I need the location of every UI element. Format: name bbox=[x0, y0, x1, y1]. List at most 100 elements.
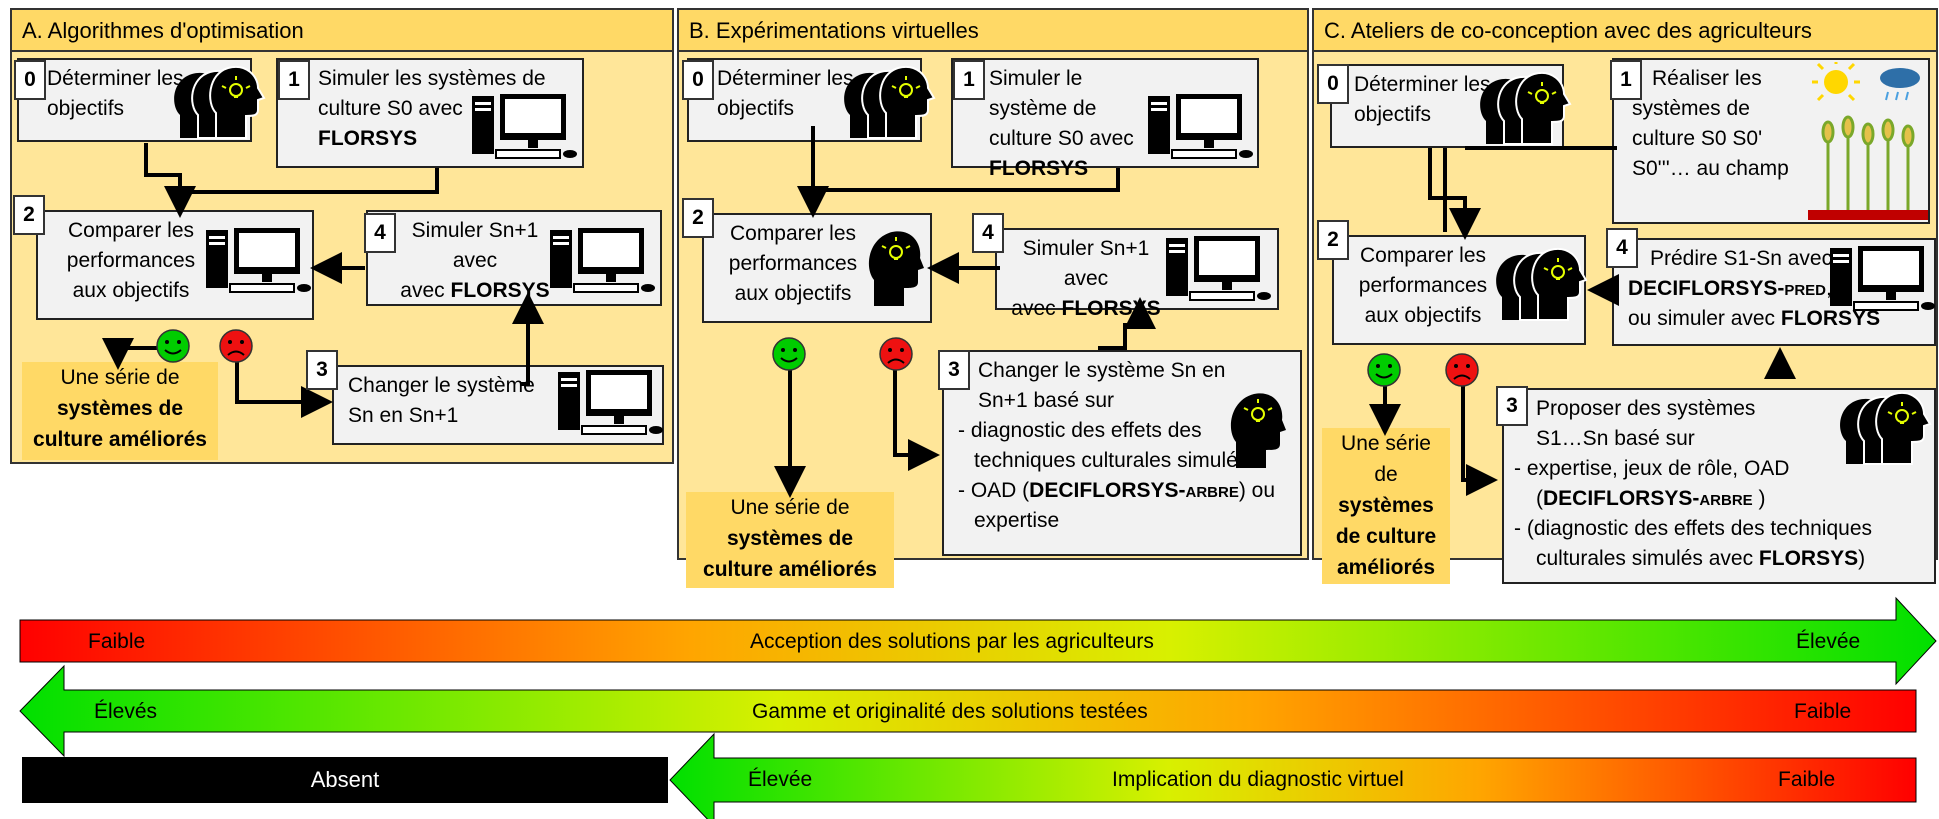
heads-icon bbox=[844, 65, 936, 139]
c-step4-number: 4 bbox=[1606, 228, 1638, 268]
c-result-l2: de bbox=[1374, 463, 1398, 486]
a-step0-number: 0 bbox=[14, 60, 46, 100]
b-step3-l3: - diagnostic des effets des bbox=[958, 419, 1202, 442]
a-step2-number: 2 bbox=[13, 195, 45, 235]
c-step3-l1: Proposer des systèmes bbox=[1536, 397, 1756, 420]
computer-icon bbox=[1830, 246, 1935, 311]
heads-icon bbox=[1496, 247, 1588, 321]
c-step0-number: 0 bbox=[1317, 64, 1349, 104]
a-result: Une série de systèmes de culture amélior… bbox=[22, 362, 218, 460]
c-result-l1: Une série bbox=[1341, 432, 1431, 455]
heads-icon bbox=[1840, 391, 1932, 465]
a-step1-number: 1 bbox=[278, 60, 310, 100]
panel-b-title: B. Expérimentations virtuelles bbox=[679, 10, 1307, 52]
c-step4-l2c: , bbox=[1826, 277, 1832, 300]
a-result-l3: culture améliorés bbox=[33, 428, 207, 451]
field-icon bbox=[1808, 62, 1928, 220]
c-step3-l5: - (diagnostic des effets des techniques bbox=[1514, 517, 1872, 540]
c-step0-text: Déterminer les objectifs bbox=[1354, 73, 1491, 126]
a-step1-text: Simuler les systèmes de culture S0 avec bbox=[318, 67, 546, 120]
c-step3-l4b: DECIFLORSYS-arbre bbox=[1543, 487, 1753, 510]
acceptance-left: Faible bbox=[88, 630, 146, 653]
b-result: Une série de systèmes de culture amélior… bbox=[686, 492, 894, 588]
computer-icon bbox=[1166, 236, 1271, 301]
c-step1-l4: S0'''… au champ bbox=[1632, 157, 1789, 180]
computer-icon bbox=[472, 94, 577, 159]
acceptance-right: Élevée bbox=[1796, 630, 1861, 653]
c-step2-text: Comparer les performances aux objectifs bbox=[1358, 244, 1488, 327]
b-result-l2: systèmes de bbox=[726, 527, 854, 550]
frown-icon bbox=[1445, 353, 1479, 387]
a-step3-text: Changer le système Sn en Sn+1 bbox=[348, 374, 535, 427]
c-step4-l3a: ou simuler avec bbox=[1628, 307, 1781, 330]
absent-bar: Absent bbox=[22, 757, 668, 803]
c-step3-l6a: culturales simulés avec bbox=[1536, 547, 1759, 570]
b-step1-text: Simuler le système de culture S0 avec bbox=[989, 67, 1134, 150]
virtual-left: Élevée bbox=[748, 768, 813, 791]
c-step3-number: 3 bbox=[1496, 386, 1528, 426]
panel-c-title: C. Ateliers de co-conception avec des ag… bbox=[1314, 10, 1936, 52]
b-step3-l2: Sn+1 basé sur bbox=[978, 389, 1115, 412]
b-result-l3: culture améliorés bbox=[703, 558, 877, 581]
a-step0-text: Déterminer les objectifs bbox=[47, 67, 184, 120]
frown-icon bbox=[879, 337, 913, 371]
c-step4-l2b: DECIFLORSYS-pred bbox=[1628, 277, 1827, 300]
b-step2-text: Comparer les performances aux objectifs bbox=[728, 222, 858, 305]
b-step4-number: 4 bbox=[972, 213, 1004, 253]
smile-icon bbox=[156, 329, 190, 363]
virtual-right: Faible bbox=[1778, 768, 1836, 791]
c-step1-number: 1 bbox=[1610, 60, 1642, 100]
c-step4-l3b: FLORSYS bbox=[1780, 307, 1881, 330]
c-step1-box: Réaliser les systèmes de culture S0 S0' … bbox=[1612, 58, 1930, 224]
c-step1-l2: systèmes de bbox=[1632, 97, 1750, 120]
c-step1-l1: Réaliser les bbox=[1652, 67, 1762, 90]
c-step1-l3: culture S0 S0' bbox=[1632, 127, 1763, 150]
panel-a-title: A. Algorithmes d'optimisation bbox=[12, 10, 672, 52]
b-step3-l6: expertise bbox=[974, 509, 1060, 532]
a-result-l2: systèmes de bbox=[56, 397, 184, 420]
a-result-l1: Une série de bbox=[60, 366, 180, 389]
a-step2-text: Comparer les performances aux objectifs bbox=[66, 219, 196, 302]
smile-icon bbox=[1367, 353, 1401, 387]
heads-icon bbox=[174, 65, 266, 139]
heads-icon bbox=[1480, 71, 1572, 145]
c-result-l5: améliorés bbox=[1336, 556, 1436, 579]
c-step2-number: 2 bbox=[1317, 220, 1349, 260]
c-step3-l4a: ( bbox=[1536, 487, 1543, 510]
computer-icon bbox=[558, 370, 663, 435]
acceptance-arrow bbox=[19, 596, 1937, 686]
a-step4-number: 4 bbox=[364, 213, 396, 253]
a-step1-florsys: FLORSYS bbox=[318, 127, 418, 150]
computer-icon bbox=[206, 228, 311, 293]
b-step3-l5b: DECIFLORSYS-arbre bbox=[1029, 479, 1239, 502]
c-result: Une série de systèmes de culture amélior… bbox=[1322, 428, 1450, 584]
computer-icon bbox=[1148, 94, 1253, 159]
b-step3-number: 3 bbox=[938, 350, 970, 390]
b-result-l1: Une série de bbox=[730, 496, 850, 519]
computer-icon bbox=[550, 228, 655, 293]
range-arrow bbox=[19, 664, 1917, 758]
c-step4-l1: Prédire S1-Sn avec bbox=[1650, 247, 1833, 270]
c-step3-l6c: ) bbox=[1858, 547, 1866, 570]
b-step0-number: 0 bbox=[682, 60, 714, 100]
c-step3-l6b: FLORSYS bbox=[1758, 547, 1859, 570]
range-label: Gamme et originalité des solutions testé… bbox=[752, 700, 1148, 723]
acceptance-label: Acception des solutions par les agricult… bbox=[750, 630, 1154, 653]
b-step3-l1: Changer le système Sn en bbox=[978, 359, 1226, 382]
b-step1-florsys: FLORSYS bbox=[989, 157, 1089, 180]
virtual-arrow bbox=[669, 732, 1917, 819]
a-step4-text1: Simuler Sn+1 avec bbox=[411, 219, 539, 272]
head-icon bbox=[868, 231, 924, 306]
smile-icon bbox=[772, 337, 806, 371]
range-right: Faible bbox=[1794, 700, 1852, 723]
c-step3-l2: S1…Sn basé sur bbox=[1536, 427, 1695, 450]
virtual-label: Implication du diagnostic virtuel bbox=[1112, 768, 1404, 791]
b-step1-number: 1 bbox=[953, 60, 985, 100]
b-step3-l5a: - OAD ( bbox=[958, 479, 1030, 502]
c-step3-l3: - expertise, jeux de rôle, OAD bbox=[1514, 457, 1790, 480]
head-icon bbox=[1230, 393, 1286, 468]
b-step0-text: Déterminer les objectifs bbox=[717, 67, 854, 120]
a-step3-number: 3 bbox=[306, 350, 338, 390]
